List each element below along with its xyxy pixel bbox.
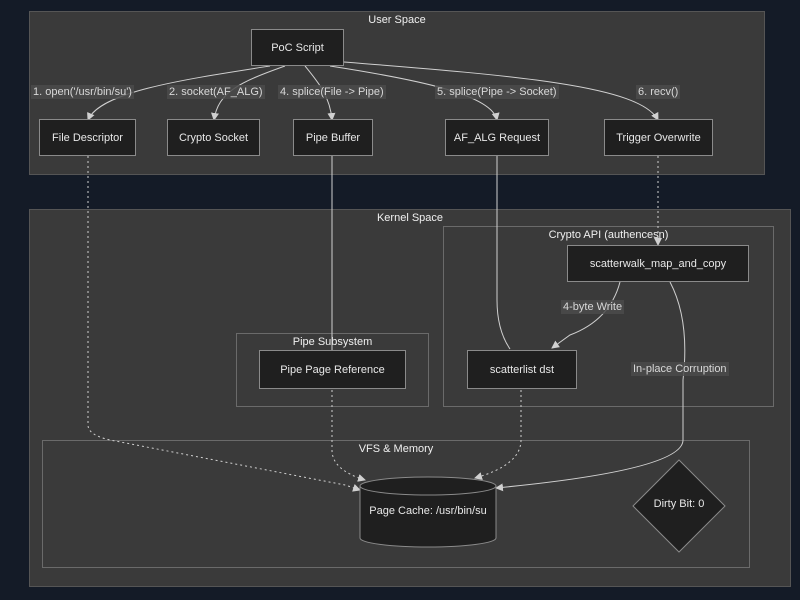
crypto-api-label: Crypto API (authencesn): [548, 229, 669, 241]
edge-fd-pagecache: [87, 156, 361, 492]
scatterlist-dst-node: scatterlist dst: [467, 350, 577, 389]
edge-scatterwalk-sg: [551, 281, 621, 349]
edge-pipepage-pagecache: [331, 390, 366, 482]
scatterwalk-node: scatterwalk_map_and_copy: [567, 245, 749, 282]
page-cache-cylinder: [359, 476, 497, 548]
dirty-bit-label: Dirty Bit: 0: [653, 498, 705, 510]
edge-open: [87, 65, 271, 121]
edge-scatterwalk-pagecache: [495, 281, 686, 492]
kernel-space-label: Kernel Space: [376, 212, 444, 224]
crypto-socket-node: Crypto Socket: [167, 119, 260, 156]
edge-label-recv: 6. recv(): [636, 85, 681, 99]
page-cache-label: Page Cache: /usr/bin/su: [369, 505, 487, 517]
edge-label-splice-pipe: 5. splice(Pipe -> Socket): [435, 85, 559, 99]
edge-label-socket: 2. socket(AF_ALG): [167, 85, 265, 99]
poc-script-node: PoC Script: [251, 29, 344, 66]
edge-label-four-byte-write: 4-byte Write: [561, 300, 625, 314]
edge-sg-pagecache: [474, 390, 522, 480]
pipe-buffer-node: Pipe Buffer: [293, 119, 373, 156]
pipe-page-reference-node: Pipe Page Reference: [259, 350, 406, 389]
trigger-overwrite-node: Trigger Overwrite: [604, 119, 713, 156]
edge-recv: [343, 61, 659, 121]
user-space-label: User Space: [368, 14, 426, 26]
edge-label-splice-file: 4. splice(File -> Pipe): [278, 85, 386, 99]
af-alg-request-node: AF_ALG Request: [445, 119, 549, 156]
file-descriptor-node: File Descriptor: [39, 119, 136, 156]
dirty-bit-diamond: [632, 459, 726, 553]
edge-afalg-sg: [496, 156, 511, 350]
edge-label-open: 1. open('/usr/bin/su'): [31, 85, 134, 99]
edge-label-in-place-corruption: In-place Corruption: [631, 362, 729, 376]
vfs-memory-label: VFS & Memory: [358, 443, 434, 455]
